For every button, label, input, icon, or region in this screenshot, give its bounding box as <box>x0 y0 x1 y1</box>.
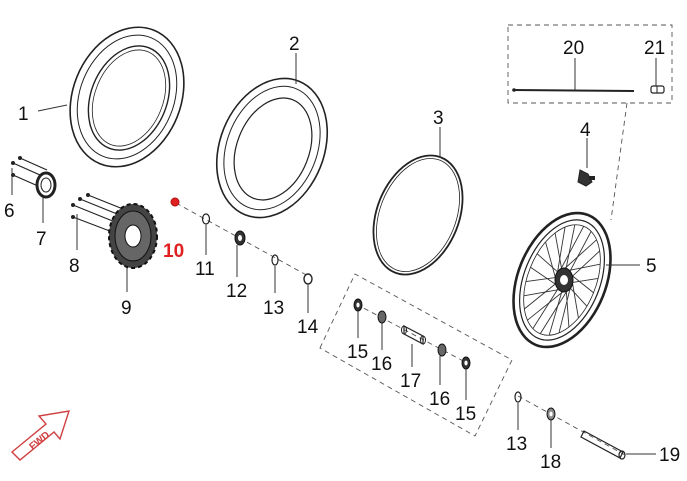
inner-tube-part-2[interactable] <box>197 62 347 234</box>
axle-part-19[interactable] <box>580 430 626 460</box>
spacer-part-14[interactable] <box>303 273 313 285</box>
callout-4: 4 <box>580 120 591 141</box>
wheel-spoke <box>569 287 588 307</box>
wheel-spoke <box>571 280 579 318</box>
washer-part-13-upper[interactable] <box>271 254 279 266</box>
callout-10: 10 <box>163 241 184 262</box>
nut-part-10[interactable] <box>170 197 180 207</box>
callout-8: 8 <box>69 256 80 277</box>
seal-part-16-right[interactable] <box>437 343 447 357</box>
sprocket-part-9[interactable] <box>108 203 158 269</box>
wheel-spoke <box>554 232 563 270</box>
wheel-spoke <box>563 239 597 270</box>
spacer-part-18[interactable] <box>546 407 556 421</box>
wheel-spoke <box>571 277 599 284</box>
wheel-part-5[interactable] <box>495 199 629 362</box>
callout-7: 7 <box>36 229 47 250</box>
valve-part-4[interactable] <box>577 169 595 187</box>
spacer-tube-part-17[interactable] <box>401 325 426 345</box>
callout-2: 2 <box>289 34 300 55</box>
callout-13-upper: 13 <box>263 298 284 319</box>
callout-20: 20 <box>563 38 584 59</box>
wheel-spoke <box>545 241 557 280</box>
wheel-spoke <box>548 290 563 336</box>
callout-16-right: 16 <box>429 389 450 410</box>
callout-1: 1 <box>18 104 29 125</box>
wheel-spoke <box>524 282 557 310</box>
wheel-spoke <box>570 274 594 294</box>
callout-15-right: 15 <box>455 404 476 425</box>
wheel-spoke <box>523 288 560 297</box>
tire-part-1[interactable] <box>50 10 204 184</box>
wheel-spoke <box>565 290 570 328</box>
callout-9: 9 <box>121 298 132 319</box>
wheel-spoke <box>558 285 572 334</box>
callout-13-lower: 13 <box>506 434 527 455</box>
sprocket-carrier-part-7[interactable] <box>35 171 57 199</box>
washer-part-13-lower[interactable] <box>514 391 522 403</box>
callout-15-left: 15 <box>347 342 368 363</box>
callout-12: 12 <box>226 281 247 302</box>
wheel-spoke <box>569 231 592 273</box>
wheel-spoke <box>568 263 601 272</box>
fwd-label: FWD <box>28 430 53 453</box>
spoke-part-20[interactable] <box>512 88 635 92</box>
wheel-spoke <box>530 266 558 286</box>
callout-18: 18 <box>540 452 561 473</box>
wheel-spoke <box>571 250 600 278</box>
callout-14: 14 <box>297 317 319 338</box>
bearing-part-12[interactable] <box>234 230 246 246</box>
wheel-spoke <box>527 290 565 321</box>
rim-band-part-3[interactable] <box>357 142 479 288</box>
callout-3: 3 <box>433 108 444 129</box>
callout-6: 6 <box>4 201 15 222</box>
bearing-part-15-left[interactable] <box>353 298 363 312</box>
bearing-part-15-right[interactable] <box>461 356 471 370</box>
bolts-part-6[interactable] <box>11 156 48 187</box>
callout-11: 11 <box>195 259 215 280</box>
callout-19: 19 <box>659 445 680 466</box>
wheel-spoke <box>559 226 585 271</box>
wheel-spoke <box>536 253 559 273</box>
wheel-spoke <box>539 289 569 335</box>
wheel-spoke <box>565 224 576 270</box>
callout-21: 21 <box>644 38 665 59</box>
wheel-spoke <box>532 287 559 329</box>
callout-16-left: 16 <box>371 354 392 375</box>
callout-5: 5 <box>646 256 657 277</box>
fwd-arrow-icon: FWD <box>10 410 71 461</box>
seal-part-16-left[interactable] <box>377 310 387 324</box>
wheel-spoke <box>556 226 566 275</box>
wheel-spoke <box>525 276 557 283</box>
callout-17: 17 <box>400 371 421 392</box>
nipple-part-21[interactable] <box>650 85 665 94</box>
washer-part-11[interactable] <box>201 213 211 225</box>
